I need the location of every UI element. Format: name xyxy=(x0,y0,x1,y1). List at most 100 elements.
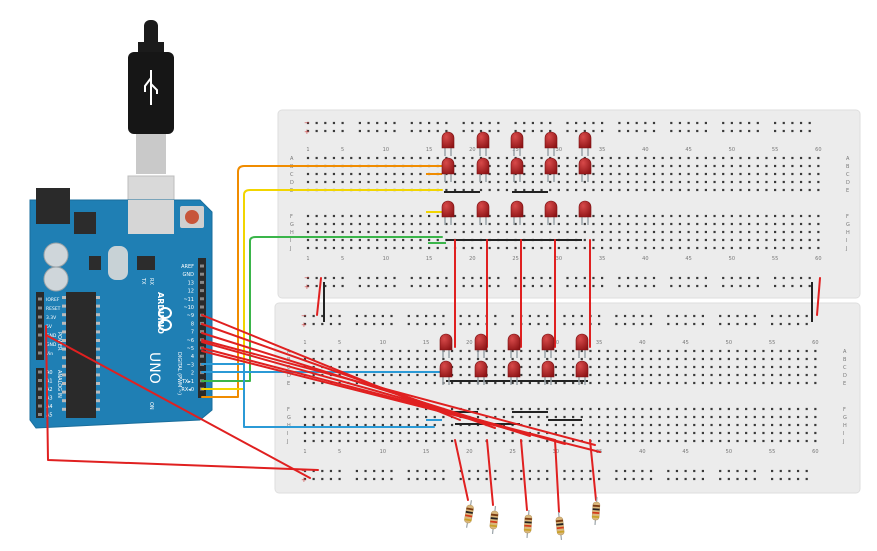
red-led[interactable] xyxy=(476,131,490,156)
red-led[interactable] xyxy=(541,360,555,385)
green-wire[interactable] xyxy=(201,236,443,382)
red-resistor-wire[interactable] xyxy=(454,439,469,501)
usb-plug-metal xyxy=(136,134,166,174)
red-rail-jumper[interactable] xyxy=(816,277,821,316)
blue-wire-bottom[interactable] xyxy=(201,363,435,428)
red-led[interactable] xyxy=(544,157,558,182)
breadboard-bottom-column-number: 20 xyxy=(466,340,472,346)
leds xyxy=(439,131,592,385)
breadboard-top-column-number: 40 xyxy=(642,256,648,262)
red-led[interactable] xyxy=(575,360,589,385)
breadboard-bottom-row-letter: J xyxy=(286,439,288,445)
power-pin-label: GND xyxy=(46,342,57,348)
arduino-uno-board[interactable]: ARDUINO UNO DIGITAL (PWM ~) POWER ANALOG… xyxy=(29,188,213,429)
red-resistor-wire[interactable] xyxy=(520,439,528,511)
red-led[interactable] xyxy=(575,333,589,358)
tx-led-label: TX xyxy=(140,277,146,285)
analog-pin-label: A0 xyxy=(46,370,53,376)
red-led[interactable] xyxy=(476,157,490,182)
red-resistor-wire[interactable] xyxy=(589,439,597,501)
red-rail-jumper[interactable] xyxy=(316,277,322,316)
breadboard-bottom-column-number: 50 xyxy=(726,340,732,346)
red-led[interactable] xyxy=(510,200,524,225)
breadboard-top-row-letter: F xyxy=(290,214,293,220)
digital-pin-label: 12 xyxy=(188,289,194,295)
red-led[interactable] xyxy=(474,360,488,385)
red-led[interactable] xyxy=(441,157,455,182)
digital-pin-label: 8 xyxy=(191,321,194,327)
capacitor-2 xyxy=(43,266,69,292)
red-gnd-wire[interactable] xyxy=(45,334,311,479)
breadboard-top-row-letter: D xyxy=(846,180,850,186)
breadboard-bottom-row-letter: G xyxy=(843,415,847,421)
capacitor-1 xyxy=(43,242,69,268)
breadboard-top-column-number: 10 xyxy=(383,147,389,153)
red-resistor-wire[interactable] xyxy=(554,439,560,513)
breadboard-bottom-column-number: 5 xyxy=(338,449,341,455)
digital-pin-label: ~6 xyxy=(187,338,194,344)
red-led[interactable] xyxy=(510,157,524,182)
red-led[interactable] xyxy=(439,333,453,358)
breadboard-bottom-row-letter: I xyxy=(287,431,288,437)
digital-pin-label: 7 xyxy=(191,330,194,336)
red-led[interactable] xyxy=(578,200,592,225)
red-led[interactable] xyxy=(474,333,488,358)
resistor[interactable] xyxy=(489,506,499,535)
breadboard-top-column-number: 35 xyxy=(599,256,605,262)
power-jack xyxy=(36,188,70,224)
digital-header xyxy=(198,258,206,398)
red-led[interactable] xyxy=(541,333,555,358)
digital-pin-label: ~9 xyxy=(187,313,194,319)
breadboard-top-column-number: 25 xyxy=(512,256,518,262)
red-led[interactable] xyxy=(439,360,453,385)
orange-wire[interactable] xyxy=(201,165,443,398)
svg-text:+: + xyxy=(301,321,307,329)
digital-pin-label: ~3 xyxy=(187,362,194,368)
breadboard-bottom-labels: −+−+115510101515202025253030353540404545… xyxy=(286,312,847,484)
breadboard-bottom-row-letter: C xyxy=(843,365,847,371)
digital-pin-label: TX▸1 xyxy=(181,379,194,385)
breadboard-bottom-row-letter: F xyxy=(843,407,846,413)
red-signal-wire[interactable] xyxy=(201,339,596,446)
breadboard-bottom-column-number: 15 xyxy=(423,449,429,455)
red-led[interactable] xyxy=(441,200,455,225)
red-signal-wire[interactable] xyxy=(201,347,556,441)
breadboard-top-column-number: 50 xyxy=(729,256,735,262)
resistor[interactable] xyxy=(463,500,475,529)
breadboard-top-column-number: 15 xyxy=(426,147,432,153)
resistor[interactable] xyxy=(555,512,565,541)
power-pin-label: RESET xyxy=(46,306,61,312)
breadboard-bottom-row-letter: A xyxy=(287,349,291,355)
resistor[interactable] xyxy=(523,509,533,539)
red-led[interactable] xyxy=(544,200,558,225)
red-resistor-wire[interactable] xyxy=(486,439,494,506)
yellow-wire[interactable] xyxy=(201,189,443,390)
red-5v-wire[interactable] xyxy=(45,325,319,471)
breadboard-top-row-letter: D xyxy=(290,180,294,186)
red-led[interactable] xyxy=(578,157,592,182)
red-led[interactable] xyxy=(507,360,521,385)
svg-text:+: + xyxy=(304,283,310,291)
resistor[interactable] xyxy=(591,496,601,526)
breadboard-top-column-number: 20 xyxy=(469,256,475,262)
red-led[interactable] xyxy=(507,333,521,358)
breadboard-top-column-number: 20 xyxy=(469,147,475,153)
breadboard-bottom-row-letter: F xyxy=(287,407,290,413)
breadboard-top-column-number: 45 xyxy=(685,147,691,153)
red-led[interactable] xyxy=(578,131,592,156)
red-led[interactable] xyxy=(441,131,455,156)
breadboard-bottom-column-number: 10 xyxy=(380,449,386,455)
breadboard-top-column-number: 40 xyxy=(642,147,648,153)
red-led[interactable] xyxy=(544,131,558,156)
breadboard-bottom-column-number: 45 xyxy=(682,340,688,346)
rx-led-label: RX xyxy=(148,278,154,285)
breadboard-bottom-column-number: 55 xyxy=(769,449,775,455)
red-led[interactable] xyxy=(476,200,490,225)
digital-pin-label: ~11 xyxy=(183,297,194,303)
resistors xyxy=(463,496,601,541)
digital-pin-label: ~5 xyxy=(187,346,194,352)
red-led[interactable] xyxy=(510,131,524,156)
breadboard-top-column-number: 1 xyxy=(306,256,309,262)
breadboard-top-column-number: 25 xyxy=(512,147,518,153)
breadboard-bottom-row-letter: H xyxy=(843,423,847,429)
